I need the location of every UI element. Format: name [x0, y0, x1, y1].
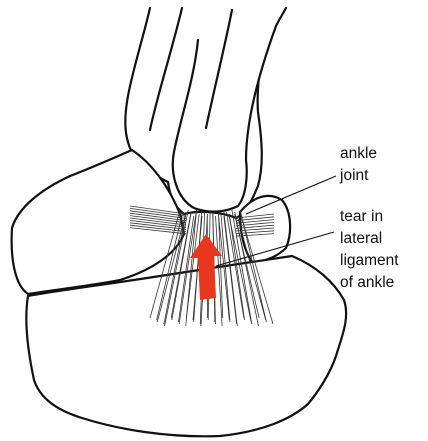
tear-label-line1: tear in [340, 208, 383, 225]
tear-label-line3: ligament [340, 252, 399, 269]
ankle-joint-label-line2: joint [339, 167, 369, 184]
tear-label-line2: lateral [340, 230, 382, 247]
ankle-joint-label-line1: ankle [340, 145, 377, 162]
tear-label-line4: of ankle [340, 274, 394, 291]
